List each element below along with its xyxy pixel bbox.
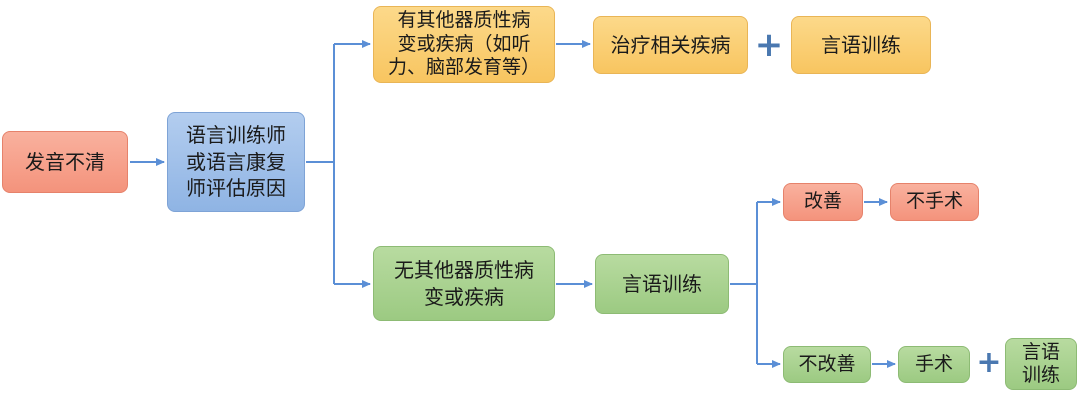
node-assess-cause-label: 语言训练师 或语言康复 师评估原因: [186, 123, 286, 201]
node-surgery-label: 手术: [914, 352, 953, 375]
node-assess-cause: 语言训练师 或语言康复 师评估原因: [167, 112, 305, 212]
node-unclear-speech: 发音不清: [2, 131, 128, 193]
node-organic-disease-no: 无其他器质性病 变或疾病: [373, 246, 555, 321]
plus-icon-top: +: [754, 25, 784, 65]
node-not-improved: 不改善: [783, 346, 871, 383]
node-speech-training-bottom-label: 言语 训练: [1021, 341, 1060, 386]
node-not-improved-label: 不改善: [798, 352, 856, 375]
node-unclear-speech-label: 发音不清: [25, 149, 105, 174]
node-surgery: 手术: [898, 346, 970, 383]
node-treat-disease: 治疗相关疾病: [593, 16, 748, 74]
node-treat-disease-label: 治疗相关疾病: [610, 32, 731, 57]
plus-icon-bottom: +: [976, 345, 1002, 380]
node-organic-disease-yes: 有其他器质性病 变或疾病（如听 力、脑部发育等）: [373, 6, 555, 83]
node-improved: 改善: [783, 183, 863, 221]
node-no-surgery: 不手术: [890, 183, 979, 221]
node-improved-label: 改善: [803, 190, 842, 213]
node-speech-training-mid: 言语训练: [595, 254, 729, 314]
node-speech-training-top-label: 言语训练: [821, 32, 901, 57]
node-speech-training-bottom: 言语 训练: [1005, 338, 1077, 390]
node-no-surgery-label: 不手术: [905, 190, 963, 213]
node-organic-disease-no-label: 无其他器质性病 变或疾病: [394, 258, 534, 309]
node-speech-training-mid-label: 言语训练: [622, 271, 702, 296]
node-speech-training-top: 言语训练: [791, 16, 931, 74]
node-organic-disease-yes-label: 有其他器质性病 变或疾病（如听 力、脑部发育等）: [387, 8, 540, 79]
